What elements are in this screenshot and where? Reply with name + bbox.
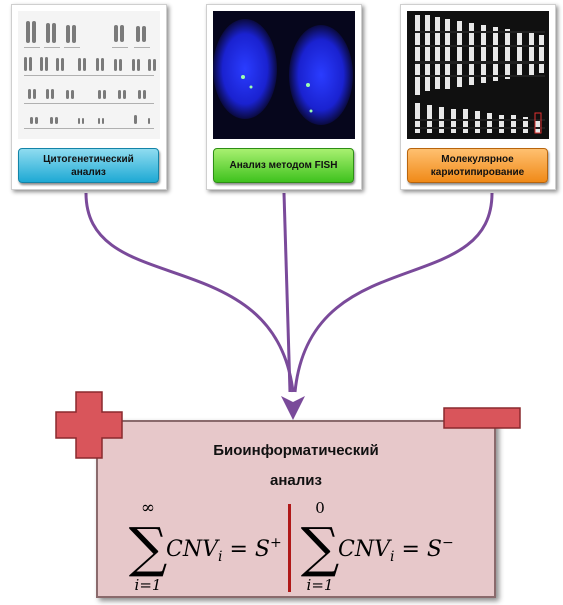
- bioinformatics-box: Биоинформатический анализ ∞ ∑ i=1 CNVi =…: [96, 420, 496, 598]
- formula-left-expression: CNVi = S+: [166, 535, 282, 565]
- formula-area: ∞ ∑ i=1 CNVi = S+ 0 ∑ i=1 CNVi = S−: [129, 498, 454, 594]
- molecular-label: Молекулярное кариотипирование: [407, 148, 548, 183]
- arrow-from-fish: [282, 192, 292, 393]
- molecular-label-line2: кариотипирование: [430, 166, 525, 178]
- fish-card: Анализ методом FISH: [206, 4, 362, 190]
- sum-right-lower: i=1: [307, 576, 334, 594]
- plus-icon: [55, 391, 123, 459]
- sum-right-upper: 0: [315, 499, 325, 517]
- cytogenetic-label-line1: Цитогенетический: [43, 153, 134, 165]
- arrow-from-molecular: [293, 192, 494, 393]
- formula-right-expression: CNVi = S−: [338, 535, 454, 565]
- fish-label: Анализ методом FISH: [213, 148, 354, 183]
- formula-divider: [288, 504, 291, 592]
- cytogenetic-card: Цитогенетический анализ: [11, 4, 167, 190]
- fish-image: [213, 11, 355, 139]
- sum-left-sigma: ∑: [129, 516, 168, 579]
- fish-label-text: Анализ методом FISH: [229, 160, 338, 171]
- karyotype-image: [18, 11, 160, 139]
- main-title-line2: анализ: [270, 472, 322, 489]
- sum-left-upper: ∞: [141, 498, 155, 518]
- main-title-line1: Биоинформатический: [213, 442, 379, 459]
- molecular-karyotype-image: [407, 11, 549, 139]
- cytogenetic-label: Цитогенетический анализ: [18, 148, 159, 183]
- cytogenetic-label-line2: анализ: [71, 166, 106, 178]
- sum-left-lower: i=1: [135, 576, 162, 594]
- sum-right-sigma: ∑: [301, 516, 340, 579]
- nucleus-right: [289, 25, 353, 125]
- arrowhead: [281, 396, 305, 420]
- molecular-label-line1: Молекулярное: [441, 153, 514, 165]
- arrow-from-cytogenetic: [84, 192, 295, 393]
- minus-icon: [443, 407, 521, 429]
- nucleus-left: [213, 19, 277, 119]
- molecular-card: Молекулярное кариотипирование: [400, 4, 556, 190]
